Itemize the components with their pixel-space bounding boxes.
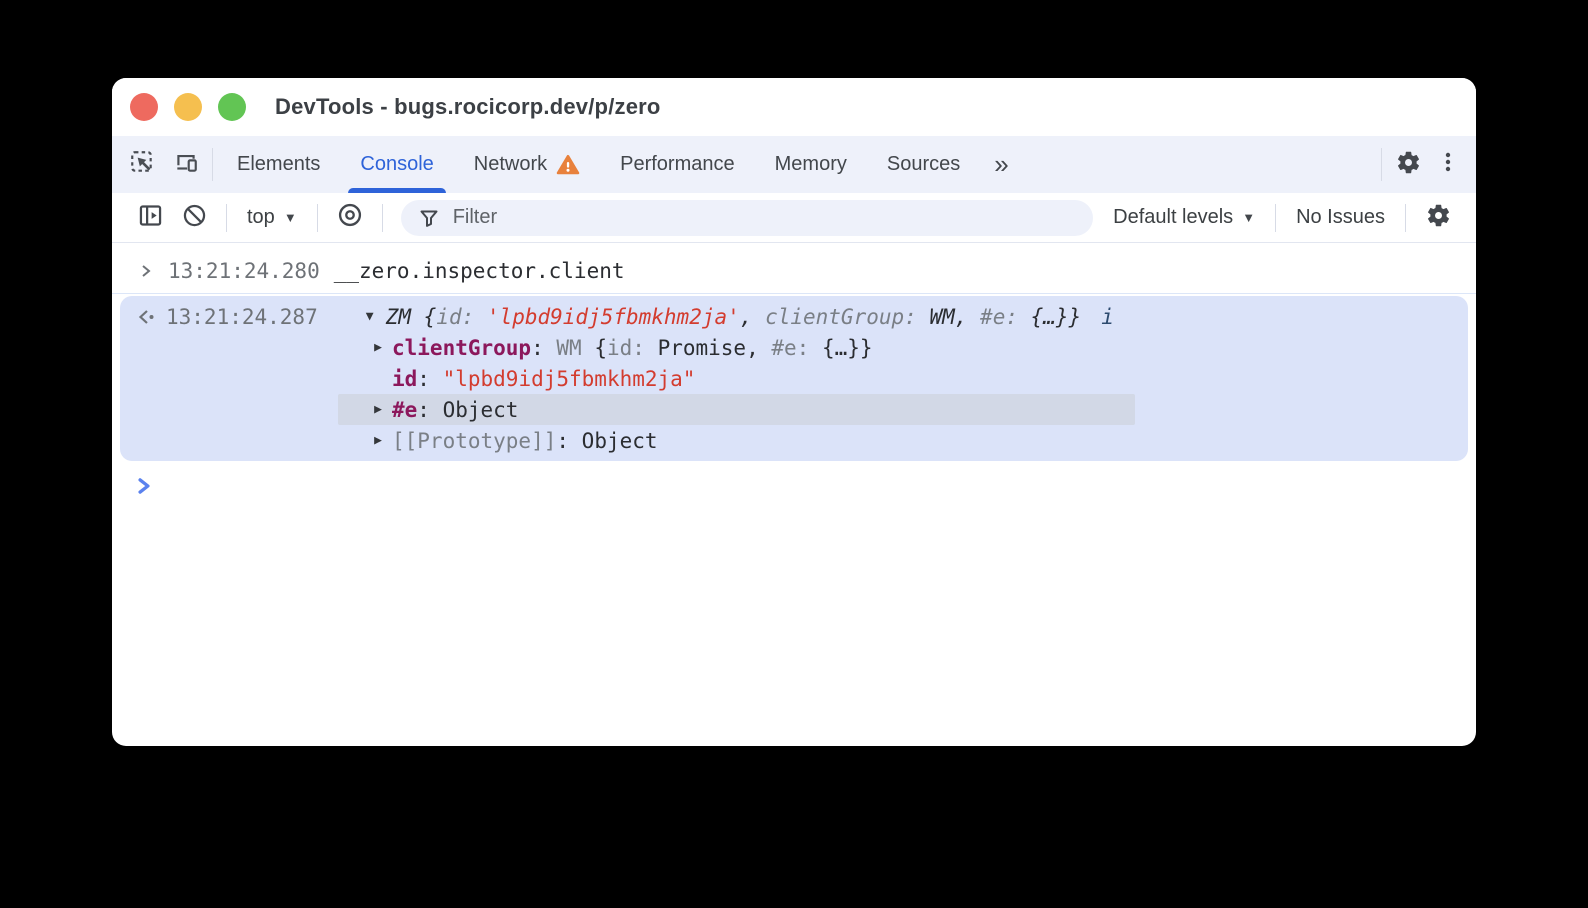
- toggle-device-toolbar-button[interactable]: [164, 136, 208, 193]
- sidebar-panel-icon: [137, 202, 164, 234]
- log-levels-selector[interactable]: Default levels ▼: [1103, 206, 1265, 229]
- clear-console-button[interactable]: [172, 202, 216, 234]
- disclosure-triangle-icon[interactable]: ▶: [374, 340, 382, 355]
- inspect-element-button[interactable]: [120, 136, 164, 193]
- message-timestamp: 13:21:24.280: [168, 258, 320, 283]
- double-chevron-icon: »: [994, 149, 1009, 179]
- tab-sources[interactable]: Sources: [867, 136, 980, 193]
- console-input-chevron-icon: [138, 262, 158, 280]
- toolbar-divider: [1381, 148, 1382, 181]
- devtools-settings-button[interactable]: [1386, 136, 1430, 193]
- tab-label: Network: [473, 153, 548, 175]
- tab-label: Sources: [886, 153, 961, 175]
- chevron-down-icon: ▼: [283, 210, 297, 225]
- console-output: 13:21:24.280 __zero.inspector.client 13:…: [112, 243, 1476, 503]
- disclosure-triangle-expanded[interactable]: ▼: [365, 309, 374, 324]
- execution-context-selector[interactable]: top ▼: [237, 206, 307, 229]
- toolbar-divider: [226, 203, 227, 232]
- result-preview-row: 13:21:24.287 ▼ ZM {id: 'lpbd9idj5fbmkhm2…: [120, 301, 1468, 332]
- tab-console[interactable]: Console: [340, 136, 453, 193]
- object-preview: ZM {id: 'lpbd9idj5fbmkhm2ja', clientGrou…: [385, 304, 1082, 329]
- warning-icon: [556, 153, 580, 177]
- disclosure-triangle-icon[interactable]: ▶: [374, 433, 382, 448]
- console-toolbar: top ▼ Default levels ▼: [112, 193, 1476, 243]
- property-row-prototype[interactable]: ▶ [[Prototype]]: Object: [120, 425, 1468, 456]
- inspect-cursor-icon: [129, 149, 155, 180]
- property-text: id: "lpbd9idj5fbmkhm2ja": [392, 366, 696, 391]
- zoom-window-button[interactable]: [218, 93, 246, 121]
- property-row-e[interactable]: ▶ #e: Object: [120, 394, 1468, 425]
- tab-label: Elements: [237, 153, 321, 175]
- more-tabs-button[interactable]: »: [980, 136, 1020, 193]
- tab-label: Performance: [620, 153, 735, 175]
- tab-network[interactable]: Network: [454, 136, 600, 193]
- property-row-id[interactable]: ▶ id: "lpbd9idj5fbmkhm2ja": [120, 363, 1468, 394]
- toolbar-divider: [1405, 203, 1406, 232]
- devtools-window: DevTools - bugs.rocicorp.dev/p/zero: [112, 78, 1476, 746]
- clear-circle-slash-icon: [181, 202, 208, 234]
- devtools-tab-bar: Elements Console Network Performance Mem…: [112, 136, 1476, 193]
- show-console-sidebar-button[interactable]: [128, 202, 172, 234]
- tab-label: Console: [360, 153, 434, 175]
- toolbar-divider: [316, 203, 318, 232]
- chevron-down-icon: ▼: [1242, 210, 1256, 225]
- property-text: clientGroup: WM {id: Promise, #e: {…}}: [392, 335, 873, 360]
- create-live-expression-button[interactable]: [328, 201, 372, 234]
- property-text: #e: Object: [392, 397, 519, 422]
- evaluated-info-icon[interactable]: i: [1101, 304, 1114, 329]
- device-toolbar-icon: [173, 149, 199, 180]
- gear-icon: [1425, 202, 1452, 234]
- three-dot-menu-icon: [1436, 150, 1460, 179]
- property-row-clientgroup[interactable]: ▶ clientGroup: WM {id: Promise, #e: {…}}: [120, 332, 1468, 363]
- message-timestamp: 13:21:24.287: [166, 304, 318, 329]
- issues-label: No Issues: [1296, 206, 1385, 228]
- active-tab-underline: [348, 188, 446, 193]
- context-label: top: [247, 206, 275, 228]
- property-text: [[Prototype]]: Object: [392, 428, 658, 453]
- close-window-button[interactable]: [130, 93, 158, 121]
- prompt-chevron-icon: [135, 476, 153, 501]
- levels-label: Default levels: [1113, 206, 1234, 228]
- console-filter[interactable]: [400, 199, 1094, 236]
- gear-icon: [1395, 149, 1422, 181]
- tab-memory[interactable]: Memory: [755, 136, 867, 193]
- console-result-arrow-icon: [136, 307, 158, 327]
- toolbar-divider: [212, 148, 213, 181]
- tab-performance[interactable]: Performance: [600, 136, 755, 193]
- tab-label: Memory: [774, 153, 847, 175]
- eye-icon: [336, 201, 364, 234]
- devtools-menu-button[interactable]: [1430, 136, 1466, 193]
- console-message-log: 13:21:24.280 __zero.inspector.client: [112, 248, 1476, 294]
- disclosure-triangle-icon[interactable]: ▶: [374, 402, 382, 417]
- window-title: DevTools - bugs.rocicorp.dev/p/zero: [275, 94, 661, 119]
- toolbar-divider: [1275, 203, 1277, 232]
- filter-input[interactable]: [452, 206, 1078, 229]
- tab-elements[interactable]: Elements: [217, 136, 340, 193]
- console-prompt[interactable]: [112, 473, 1476, 503]
- funnel-icon: [417, 206, 441, 230]
- title-bar: DevTools - bugs.rocicorp.dev/p/zero: [112, 78, 1476, 136]
- traffic-lights: [130, 93, 246, 121]
- message-text: __zero.inspector.client: [333, 258, 625, 283]
- console-result-message: 13:21:24.287 ▼ ZM {id: 'lpbd9idj5fbmkhm2…: [120, 296, 1468, 461]
- hovered-row-highlight: [338, 394, 1135, 425]
- issues-counter[interactable]: No Issues: [1286, 206, 1395, 229]
- minimize-window-button[interactable]: [174, 93, 202, 121]
- console-settings-button[interactable]: [1416, 202, 1460, 234]
- toolbar-divider: [381, 203, 383, 232]
